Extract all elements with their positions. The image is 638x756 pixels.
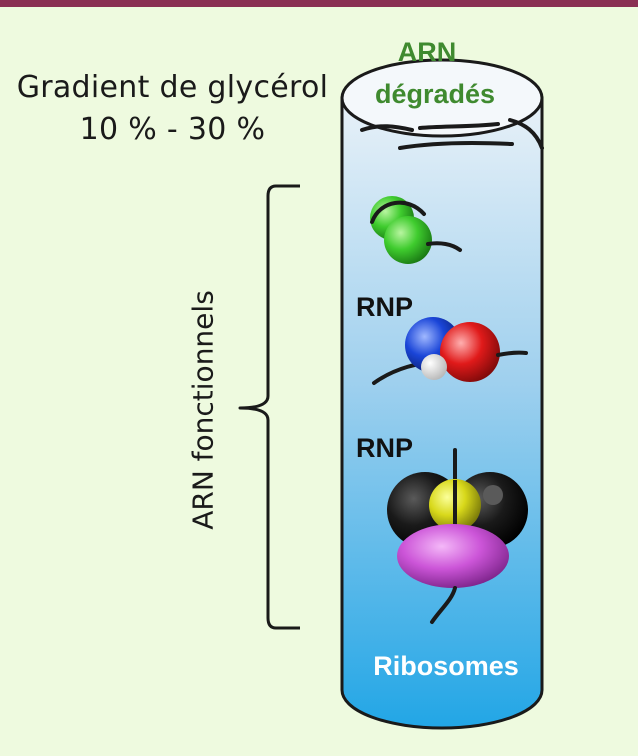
rnp-label-2: RNP bbox=[356, 433, 414, 463]
degraded-rna-label-line2: dégradés bbox=[374, 79, 496, 109]
rnp-label-1: RNP bbox=[356, 292, 414, 322]
top-border bbox=[0, 0, 638, 7]
glycerol-tube bbox=[340, 58, 544, 730]
degraded-rna-label-line1: ARN bbox=[397, 37, 457, 67]
gradient-title-line1: Gradient de glycérol bbox=[16, 70, 329, 105]
green-rnp-complex bbox=[370, 196, 462, 264]
functional-rna-brace bbox=[238, 184, 300, 630]
functional-rna-label: ARN fonctionnels bbox=[186, 290, 220, 530]
ribosomes-label: Ribosomes bbox=[373, 651, 519, 681]
degraded-rna-fragments bbox=[360, 118, 544, 150]
rnp-complex-1 bbox=[372, 317, 528, 385]
gradient-range-line2: 10 % - 30 % bbox=[79, 112, 266, 147]
ribosome-complex bbox=[387, 448, 528, 624]
